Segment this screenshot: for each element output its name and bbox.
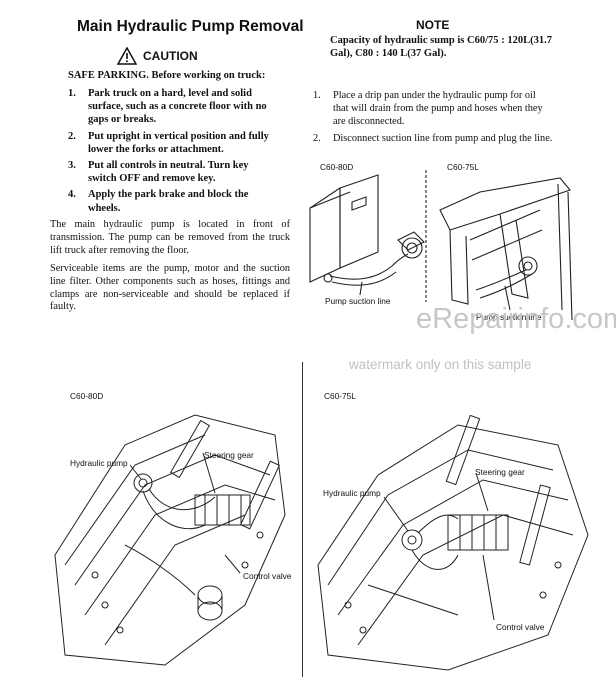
callout-control-valve: Control valve [496,622,545,632]
figure-label-c60-80d: C60-80D [320,162,354,172]
list-item: 1. Place a drip pan under the hydraulic p… [313,90,553,128]
warning-triangle-icon [117,47,137,65]
step-text: Place a drip pan under the hydraulic pum… [333,90,543,127]
page-title: Main Hydraulic Pump Removal [77,18,304,35]
list-item: 1. Park truck on a hard, level and solid … [68,87,278,127]
list-item: 2. Disconnect suction line from pump and … [313,133,553,146]
pump-suction-line-illustration [309,170,573,321]
pump-location-paragraph: The main hydraulic pump is located in fr… [50,219,290,256]
callout-hydraulic-pump: Hydraulic pump [323,488,381,498]
step-number: 1. [68,88,76,99]
step-text: Put upright in vertical position and ful… [88,130,269,155]
watermark-brand: eRepairinfo.com [416,303,616,335]
caution-label: CAUTION [143,49,198,63]
list-item: 2. Put upright in vertical position and f… [68,130,278,156]
step-number: 2. [313,133,321,145]
step-text: Disconnect suction line from pump and pl… [333,133,553,145]
c60-75l-hydraulic-layout-illustration [317,415,589,671]
step-text: Apply the park brake and block the wheel… [88,189,249,214]
column-divider [302,362,303,677]
callout-steering-gear: Steering gear [475,467,525,477]
step-text: Put all controls in neutral. Turn key sw… [88,160,249,185]
step-number: 4. [68,189,76,201]
callout-pump-suction-line: Pump suction line [325,296,391,306]
list-item: 3. Put all controls in neutral. Turn key … [68,159,278,185]
figure-model-label: C60-80D [70,391,104,401]
c60-80d-hydraulic-layout-illustration [54,414,286,666]
note-text: Capacity of hydraulic sump is C60/75 : 1… [330,35,552,60]
callout-pump-suction-line-right: Pump suction line [476,312,542,322]
step-text: Park truck on a hard, level and solid su… [88,88,267,126]
step-number: 2. [68,130,76,142]
note-heading: NOTE [416,18,450,32]
list-item: 4. Apply the park brake and block the whe… [68,188,278,214]
callout-control-valve: Control valve [243,571,292,581]
figure-model-label: C60-75L [324,391,356,401]
caution-banner: CAUTION [117,47,198,65]
serviceable-items-paragraph: Serviceable items are the pump, motor an… [50,263,290,313]
step-number: 1. [313,90,321,101]
safe-parking-heading: SAFE PARKING. Before working on truck: [68,70,266,81]
callout-hydraulic-pump: Hydraulic pump [70,458,128,468]
safe-parking-steps: 1. Park truck on a hard, level and solid … [68,87,278,218]
watermark-sample-note: watermark only on this sample [349,357,532,372]
figure-label-c60-75l: C60-75L [447,162,479,172]
procedure-steps: 1. Place a drip pan under the hydraulic p… [313,90,553,151]
step-number: 3. [68,160,76,172]
callout-steering-gear: Steering gear [204,450,254,460]
